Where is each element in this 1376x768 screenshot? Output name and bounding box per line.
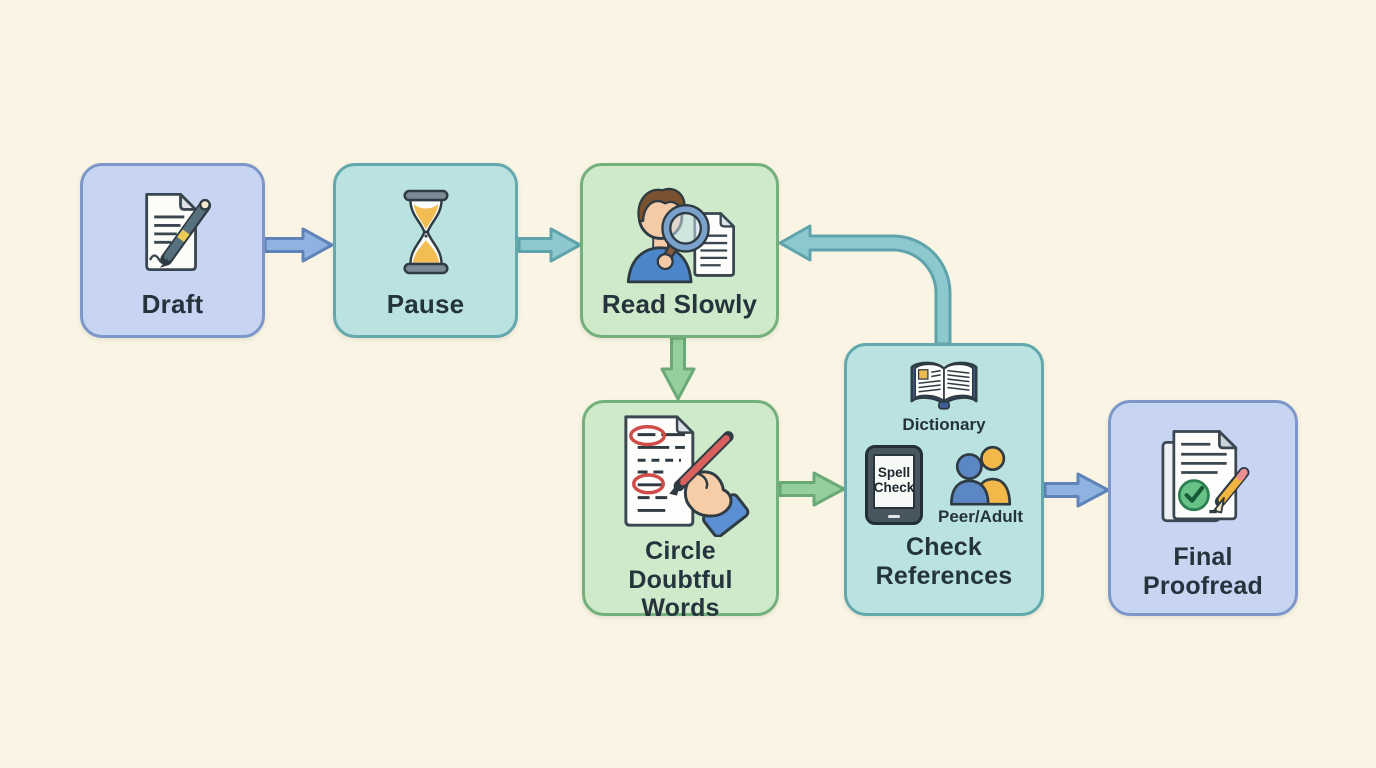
checked-document-pencil-icon [1152,403,1254,543]
node-read-slowly-label: Read Slowly [601,289,758,320]
arrow-read-slowly-to-circle-doubtful [660,336,696,401]
checked-document-pencil-icon [1161,430,1250,523]
node-check-references: Dictionary Spell Check Peer/Adult Check … [844,343,1044,616]
node-final-proofread: Final Proofread [1108,400,1298,616]
arrow-draft-to-pause [263,227,334,263]
arrow-check-references-to-read-slowly [778,224,952,346]
arrow-check-references-to-final-proofread [1043,472,1110,508]
document-pen-icon [144,193,211,272]
document-circled-words-icon [623,415,749,537]
person-magnifier-icon [626,188,735,284]
node-draft-label: Draft [141,289,204,320]
document-pen-icon [125,166,221,290]
node-pause: Pause [333,163,518,338]
node-final-proofread-label: Final Proofread [1143,543,1263,600]
person-magnifier-icon [619,166,741,290]
node-draft: Draft [80,163,265,338]
node-pause-label: Pause [386,289,465,320]
tablet-home-indicator [887,514,900,518]
arrow-circle-doubtful-to-check-references [778,471,846,507]
node-check-references-label: Check References [875,533,1013,590]
node-circle-doubtful-words: Circle Doubtful Words [582,400,779,622]
spell-check-label: Spell Check [872,453,915,509]
hourglass-icon [385,166,467,290]
document-circled-words-icon [612,403,750,537]
open-book-icon [910,361,978,410]
hourglass-icon [402,189,449,275]
peer-adult-label: Peer/Adult [937,506,1024,526]
node-circle-doubtful-words-label: Circle Doubtful Words [628,537,733,622]
dictionary-label: Dictionary [902,415,986,434]
node-read-slowly: Read Slowly [580,163,779,338]
tablet-icon: Spell Check [864,444,923,525]
arrow-pause-to-read-slowly [517,227,582,263]
two-people-icon [949,445,1011,506]
